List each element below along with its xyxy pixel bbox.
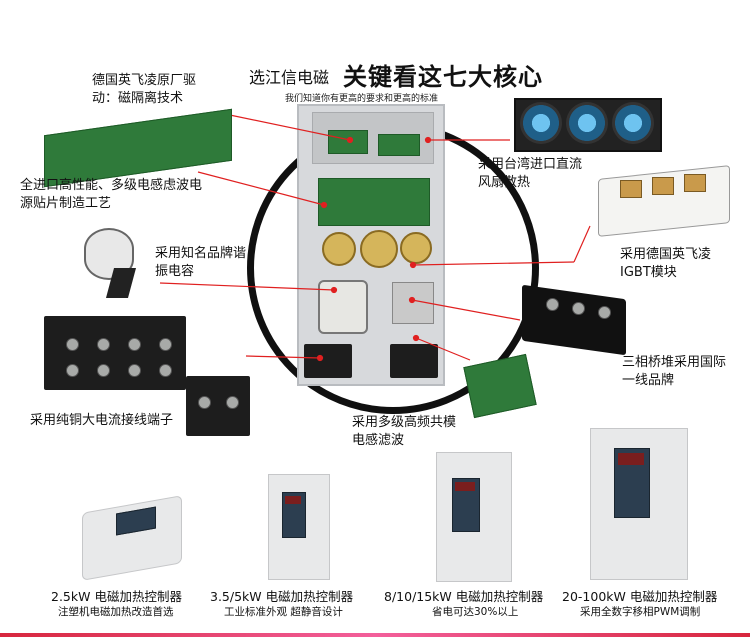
product-name-3: 8/10/15kW 电磁加热控制器 (384, 589, 544, 604)
terminal-screw (159, 364, 172, 377)
product-desc-2: 工业标准外观 超静音设计 (224, 606, 343, 618)
main-pcb (318, 178, 430, 226)
callout-igbt: 采用德国英飞凌IGBT模块 (620, 247, 712, 280)
callout-bridge: 三相桥堆采用国际一线品牌 (622, 355, 727, 388)
fan-blade (612, 102, 654, 144)
callout-driver: 德国英飞凌原厂驱动：磁隔离技术 (92, 73, 197, 106)
product-name-1: 2.5kW 电磁加热控制器 (51, 589, 182, 604)
resonant-capacitor (318, 280, 368, 334)
product-desc-4: 采用全数字移相PWM调制 (580, 606, 701, 618)
inductor-coil-1 (322, 232, 356, 266)
product-name-4: 20-100kW 电磁加热控制器 (562, 589, 718, 604)
fan-blade (566, 102, 608, 144)
cabinet-terminal-left (304, 344, 352, 378)
bridge-screw (598, 306, 611, 319)
inductor-coil-3 (400, 232, 432, 264)
terminal-screw (128, 338, 141, 351)
cabinet-terminal-right (390, 344, 438, 378)
product-desc-1: 注塑机电磁加热改造首选 (58, 606, 174, 618)
product-name-2: 3.5/5kW 电磁加热控制器 (210, 589, 354, 604)
terminal-screw (97, 364, 110, 377)
bridge-screw (572, 302, 585, 315)
terminal-screw (159, 338, 172, 351)
terminal-block-icon (44, 316, 186, 390)
igbt-terminal (684, 174, 706, 192)
callout-capacitor: 采用知名品牌谐振电容 (155, 246, 247, 279)
terminal-block-small-icon (186, 376, 250, 436)
callout-filter: 采用多级高频共模电感滤波 (352, 415, 457, 448)
top-board-right (378, 134, 420, 156)
title-key: 关键看这七大核心 (343, 63, 543, 91)
terminal-screw (198, 396, 211, 409)
callout-terminal: 采用纯铜大电流接线端子 (30, 413, 174, 428)
callout-smd: 全进口高性能、多级电感虑波电源贴片制造工艺 (20, 178, 203, 211)
footer-accent-line (0, 633, 750, 637)
fan-blade (520, 102, 562, 144)
terminal-screw (97, 338, 110, 351)
igbt-terminal (620, 180, 642, 198)
subtitle: 我们知道你有更高的要求和更高的标准 (285, 94, 439, 104)
title-prefix: 选江信电磁 (249, 68, 330, 87)
bridge-screw (546, 298, 559, 311)
igbt-terminal (652, 177, 674, 195)
product-desc-3: 省电可达30%以上 (432, 606, 519, 618)
terminal-screw (66, 338, 79, 351)
callout-fan: 采用台湾进口直流风扇散热 (478, 157, 583, 190)
lcd-display (455, 482, 475, 491)
terminal-screw (66, 364, 79, 377)
terminal-screw (128, 364, 141, 377)
inductor-coil-2 (360, 230, 398, 268)
lcd-display (618, 453, 644, 465)
terminal-screw (226, 396, 239, 409)
lcd-display (285, 496, 301, 504)
